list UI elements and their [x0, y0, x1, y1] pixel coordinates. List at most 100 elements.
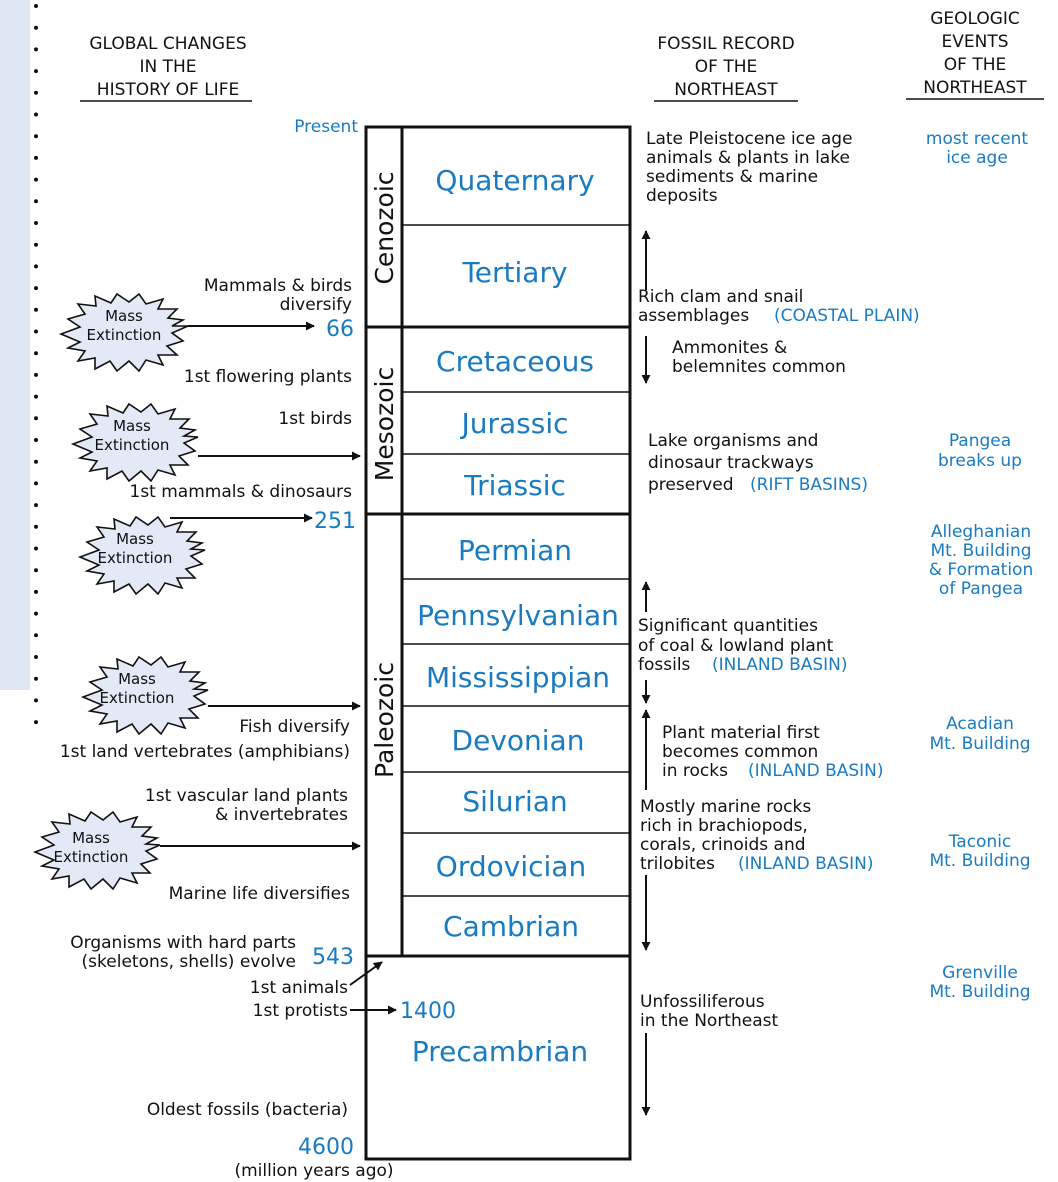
svg-text:Mass: Mass: [118, 670, 156, 688]
svg-text:dinosaur trackways: dinosaur trackways: [648, 453, 814, 473]
svg-text:Mostly marine rocks: Mostly marine rocks: [640, 797, 811, 817]
svg-text:NORTHEAST: NORTHEAST: [923, 78, 1027, 98]
svg-text:Late Pleistocene ice age: Late Pleistocene ice age: [646, 129, 853, 149]
svg-text:assemblages: assemblages: [638, 306, 749, 326]
date-1400: 1400: [400, 999, 456, 1024]
mass-extinction-3: Mass Extinction: [77, 515, 206, 596]
svg-text:Mt. Building: Mt. Building: [929, 734, 1030, 754]
svg-text:GEOLOGIC: GEOLOGIC: [930, 9, 1020, 29]
event-vascular-plants: 1st vascular land plants & invertebrates: [145, 786, 348, 825]
svg-text:FOSSIL RECORD: FOSSIL RECORD: [657, 34, 794, 54]
event-first-animals: 1st animals: [250, 978, 348, 998]
svg-text:Mass: Mass: [105, 307, 143, 325]
fossil-marine-rocks: Mostly marine rocks rich in brachiopods,…: [640, 797, 874, 874]
svg-text:trilobites: trilobites: [640, 854, 715, 874]
period-pennsylvanian: Pennsylvanian: [417, 599, 619, 632]
svg-text:preserved: preserved: [648, 475, 733, 495]
mass-extinction-1: Mass Extinction: [58, 292, 189, 373]
svg-text:in rocks: in rocks: [662, 761, 728, 781]
header-global-changes: GLOBAL CHANGES IN THE HISTORY OF LIFE: [80, 34, 252, 102]
svg-text:Lake organisms and: Lake organisms and: [648, 431, 818, 451]
burst-shape: [70, 402, 199, 483]
period-ordovician: Ordovician: [436, 850, 586, 883]
label-present: Present: [294, 117, 358, 137]
svg-text:Mass: Mass: [116, 530, 154, 548]
header-fossil-record: FOSSIL RECORD OF THE NORTHEAST: [654, 34, 798, 102]
svg-text:Extinction: Extinction: [98, 549, 173, 567]
svg-text:Ammonites &: Ammonites &: [672, 338, 787, 358]
svg-text:& invertebrates: & invertebrates: [215, 805, 348, 825]
svg-text:of Pangea: of Pangea: [939, 579, 1023, 599]
event-hard-parts: Organisms with hard parts (skeletons, sh…: [70, 933, 296, 972]
svg-text:breaks up: breaks up: [938, 451, 1022, 471]
fossil-lake-organisms: Lake organisms and dinosaur trackways pr…: [648, 431, 868, 495]
geo-grenville: Grenville Mt. Building: [929, 963, 1030, 1002]
svg-text:OF THE: OF THE: [944, 55, 1006, 75]
event-first-protists: 1st protists: [253, 1001, 348, 1021]
left-margin-band: [0, 0, 30, 690]
event-mammals-birds: Mammals & birds diversify: [204, 276, 352, 315]
svg-text:Alleghanian: Alleghanian: [931, 522, 1031, 542]
svg-text:(COASTAL PLAIN): (COASTAL PLAIN): [774, 306, 920, 326]
arrow-1st-animals: [349, 961, 383, 986]
svg-text:Mt. Building: Mt. Building: [929, 851, 1030, 871]
geo-taconic: Taconic Mt. Building: [929, 832, 1030, 871]
mass-extinction-4: Mass Extinction: [80, 655, 209, 736]
event-land-vertebrates: 1st land vertebrates (amphibians): [60, 742, 350, 762]
event-oldest-fossils: Oldest fossils (bacteria): [147, 1100, 348, 1120]
svg-text:Mt. Building: Mt. Building: [930, 541, 1031, 561]
svg-text:ice age: ice age: [946, 148, 1008, 168]
period-cambrian: Cambrian: [443, 910, 579, 943]
svg-text:diversify: diversify: [280, 295, 352, 315]
period-precambrian: Precambrian: [412, 1035, 588, 1068]
svg-text:Grenville: Grenville: [942, 963, 1018, 983]
svg-text:Mt. Building: Mt. Building: [929, 982, 1030, 1002]
era-paleozoic: Paleozoic: [370, 662, 399, 778]
event-marine-life: Marine life diversifies: [169, 884, 350, 904]
date-251: 251: [314, 509, 356, 534]
era-cenozoic: Cenozoic: [370, 171, 399, 284]
date-543: 543: [312, 945, 354, 970]
svg-text:NORTHEAST: NORTHEAST: [674, 80, 778, 100]
svg-text:of coal & lowland plant: of coal & lowland plant: [638, 636, 834, 656]
period-permian: Permian: [458, 534, 572, 567]
event-mammals-dinosaurs: 1st mammals & dinosaurs: [130, 482, 353, 502]
svg-text:Extinction: Extinction: [100, 689, 175, 707]
label-million-years-ago: (million years ago): [234, 1161, 393, 1181]
svg-text:GLOBAL CHANGES: GLOBAL CHANGES: [89, 34, 246, 54]
svg-text:fossils: fossils: [638, 655, 691, 675]
fossil-unfossiliferous: Unfossiliferous in the Northeast: [640, 992, 778, 1031]
svg-text:belemnites common: belemnites common: [672, 357, 846, 377]
fossil-ammonites: Ammonites & belemnites common: [672, 338, 846, 377]
svg-text:most recent: most recent: [926, 129, 1029, 149]
svg-text:Unfossiliferous: Unfossiliferous: [640, 992, 765, 1012]
svg-text:Extinction: Extinction: [95, 436, 170, 454]
period-cretaceous: Cretaceous: [436, 345, 594, 378]
svg-text:becomes common: becomes common: [662, 742, 818, 762]
svg-text:animals & plants in lake: animals & plants in lake: [646, 148, 850, 168]
svg-text:HISTORY OF LIFE: HISTORY OF LIFE: [97, 80, 239, 100]
fossil-clams: Rich clam and snail assemblages (COASTAL…: [638, 287, 920, 326]
period-jurassic: Jurassic: [459, 407, 568, 440]
geo-ice-age: most recent ice age: [926, 129, 1029, 168]
era-mesozoic: Mesozoic: [370, 367, 399, 481]
svg-text:Mass: Mass: [72, 829, 110, 847]
geo-pangea-breaks: Pangea breaks up: [938, 431, 1022, 471]
burst-shape: [77, 515, 206, 596]
geo-alleghanian: Alleghanian Mt. Building & Formation of …: [929, 522, 1033, 599]
period-silurian: Silurian: [462, 785, 567, 818]
svg-text:Organisms with hard parts: Organisms with hard parts: [70, 933, 296, 953]
event-fish-diversify: Fish diversify: [239, 717, 350, 737]
period-quaternary: Quaternary: [435, 164, 594, 197]
svg-text:Pangea: Pangea: [949, 431, 1011, 451]
svg-text:Extinction: Extinction: [87, 326, 162, 344]
fossil-pleistocene: Late Pleistocene ice age animals & plant…: [646, 129, 853, 206]
svg-text:rich in brachiopods,: rich in brachiopods,: [640, 816, 808, 836]
mass-extinction-5: Mass Extinction: [32, 810, 161, 891]
fossil-coal: Significant quantities of coal & lowland…: [638, 616, 848, 675]
period-tertiary: Tertiary: [461, 256, 567, 289]
svg-text:(skeletons, shells) evolve: (skeletons, shells) evolve: [82, 952, 296, 972]
burst-shape: [32, 810, 161, 891]
svg-text:(INLAND BASIN): (INLAND BASIN): [748, 761, 884, 781]
